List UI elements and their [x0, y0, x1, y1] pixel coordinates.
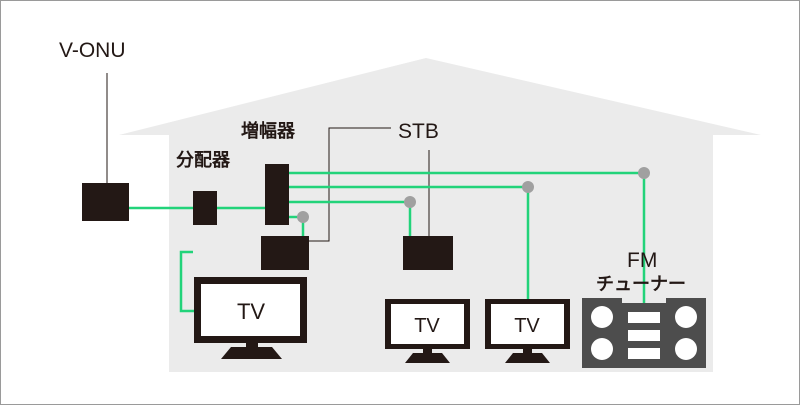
left-speaker-woofer	[591, 338, 613, 360]
tv-third-neck	[523, 349, 532, 354]
tv-main-screen	[201, 284, 300, 336]
stb-label: STB	[398, 120, 439, 143]
fm-tuner-set	[582, 298, 706, 368]
stb-leader-line	[301, 127, 391, 242]
tv-third: TV	[485, 299, 570, 363]
amplifier-label: 増幅器	[241, 120, 296, 142]
tv-main-stand	[221, 347, 282, 359]
onu-label: V-ONU	[59, 39, 126, 62]
tv-third-screen	[491, 304, 564, 344]
tv-stb: TV	[385, 299, 470, 363]
fm-label-line2: チューナー	[596, 274, 686, 295]
splitter-device	[193, 191, 217, 225]
left-speaker-tweeter	[591, 306, 613, 328]
tv-stb-neck	[423, 349, 432, 354]
tv-stb-label: TV	[414, 315, 440, 337]
fm-label-line1: FM	[627, 249, 657, 272]
right-speaker-woofer	[675, 338, 697, 360]
amplifier-device	[265, 164, 289, 225]
junction-dot-stb	[404, 196, 416, 208]
tuner-panel-1	[628, 312, 660, 323]
tv-main-neck	[246, 343, 258, 349]
junction-dot-fm	[638, 167, 650, 179]
recorder-device	[261, 236, 309, 270]
tv-third-stand	[505, 353, 550, 363]
stb-device	[403, 236, 453, 270]
tv-stb-screen	[391, 304, 464, 344]
cable-splitter-main-tv	[179, 250, 194, 313]
tv-third-label: TV	[514, 315, 540, 337]
onu-device	[82, 183, 129, 221]
junction-dot-recorder	[297, 211, 309, 223]
tv-main-label: TV	[237, 299, 265, 324]
tv-stb-stand	[405, 353, 450, 363]
tv-main: TV	[194, 277, 307, 359]
tuner-panel-2	[628, 330, 660, 341]
splitter-label: 分配器	[176, 150, 231, 171]
right-speaker-tweeter	[675, 306, 697, 328]
tuner-panel-3	[628, 348, 660, 359]
junction-dot-tv3	[522, 181, 534, 193]
